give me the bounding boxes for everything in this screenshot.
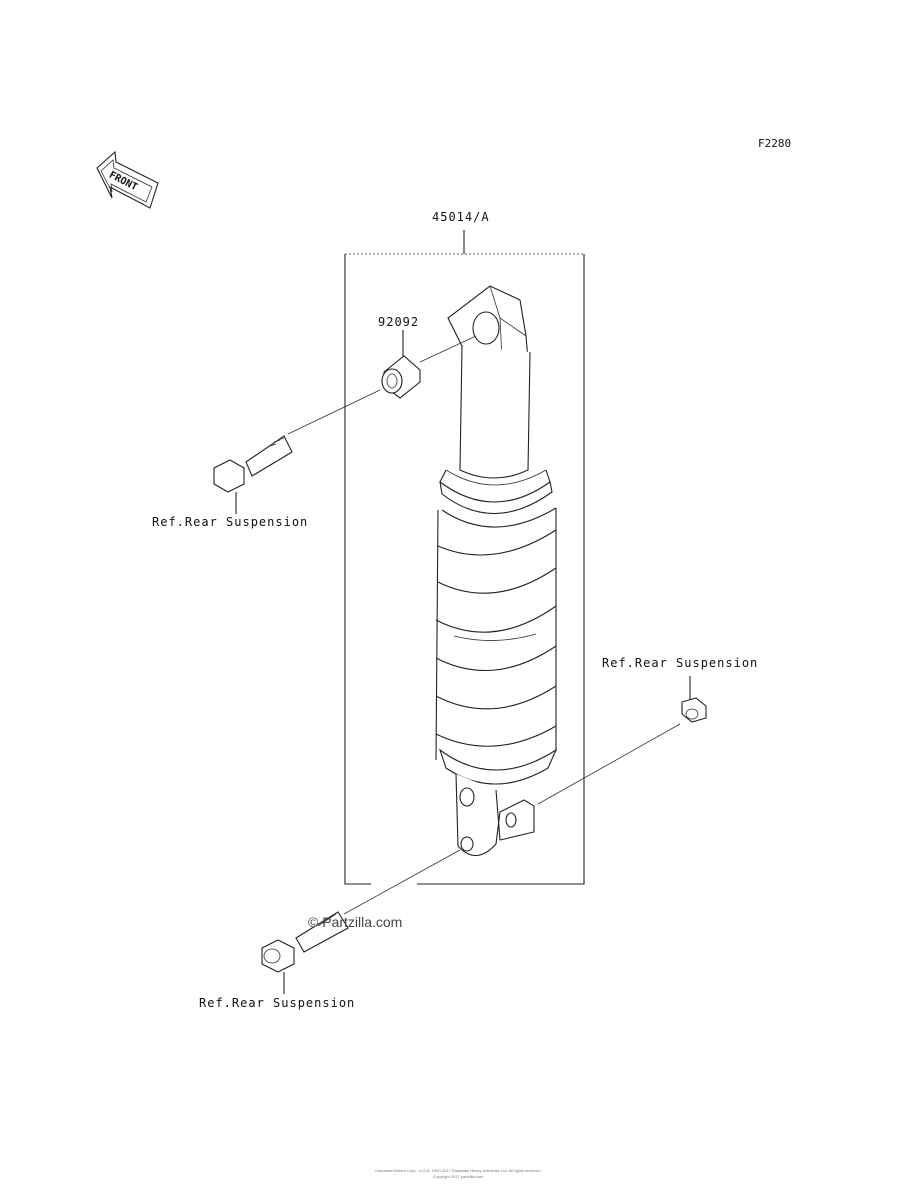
part-label-right-nut-ref[interactable]: Ref.Rear Suspension bbox=[602, 656, 759, 670]
assembly-box-right bbox=[417, 254, 585, 885]
right-nut-part bbox=[537, 676, 707, 805]
part-label-collar[interactable]: 92092 bbox=[378, 315, 420, 329]
part-label-shock[interactable]: 45014/A bbox=[432, 210, 490, 224]
copyright-line-2: Copyright 2017 partzilla.com bbox=[432, 1174, 484, 1179]
assembly-box-left bbox=[344, 254, 371, 885]
watermark-text: © Partzilla.com bbox=[308, 914, 403, 930]
upper-bolt-part bbox=[213, 389, 381, 514]
shock-absorber bbox=[435, 285, 558, 857]
lower-bolt-part bbox=[261, 849, 461, 994]
figure-id: F2280 bbox=[758, 137, 792, 150]
front-arrow-icon bbox=[96, 150, 159, 209]
part-label-upper-bolt-ref[interactable]: Ref.Rear Suspension bbox=[152, 515, 309, 529]
part-label-lower-bolt-ref[interactable]: Ref.Rear Suspension bbox=[199, 996, 356, 1010]
collar-part bbox=[381, 330, 477, 399]
copyright-line-1: Kawasaki Motors Corp., U.S.A. 1990-2017 … bbox=[375, 1168, 541, 1173]
